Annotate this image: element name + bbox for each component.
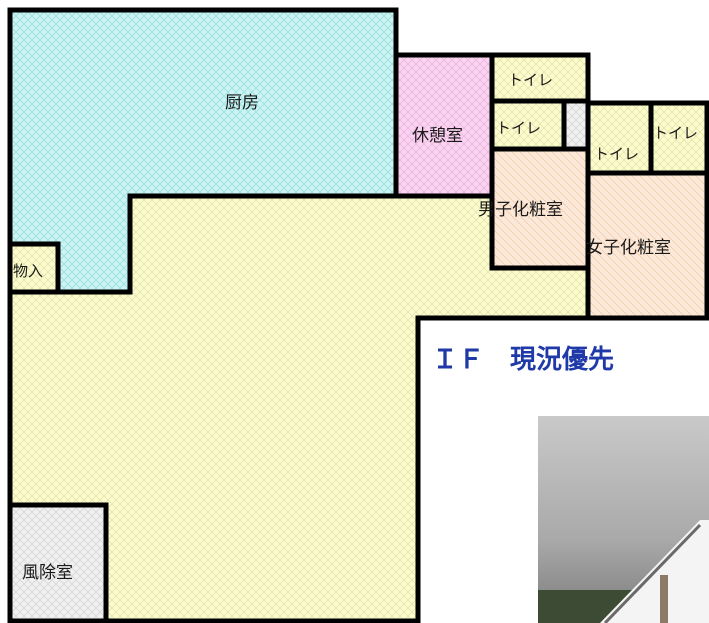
female-powder-room-area bbox=[585, 170, 709, 321]
floor-title: ＩＦ 現況優先 bbox=[432, 345, 614, 375]
toilet-female-a-label: トイレ bbox=[594, 145, 639, 163]
toilet-top-label: トイレ bbox=[508, 71, 553, 89]
male-powder-room-area bbox=[489, 146, 591, 271]
storage-label: 物入 bbox=[13, 262, 43, 280]
duct-area bbox=[561, 98, 591, 152]
kitchen-label: 厨房 bbox=[225, 93, 259, 113]
storage-area bbox=[7, 241, 61, 295]
windbreak-room-label: 風除室 bbox=[22, 563, 73, 583]
male-powder-room-label: 男子化粧室 bbox=[478, 200, 563, 220]
windbreak-room-area bbox=[7, 502, 109, 623]
break-room-area bbox=[393, 52, 495, 199]
break-room-label: 休憩室 bbox=[412, 126, 463, 146]
building-photo bbox=[538, 416, 709, 623]
female-powder-room-label: 女子化粧室 bbox=[586, 238, 671, 258]
toilet-mid-left-label: トイレ bbox=[496, 119, 541, 137]
toilet-female-b-label: トイレ bbox=[653, 124, 698, 142]
